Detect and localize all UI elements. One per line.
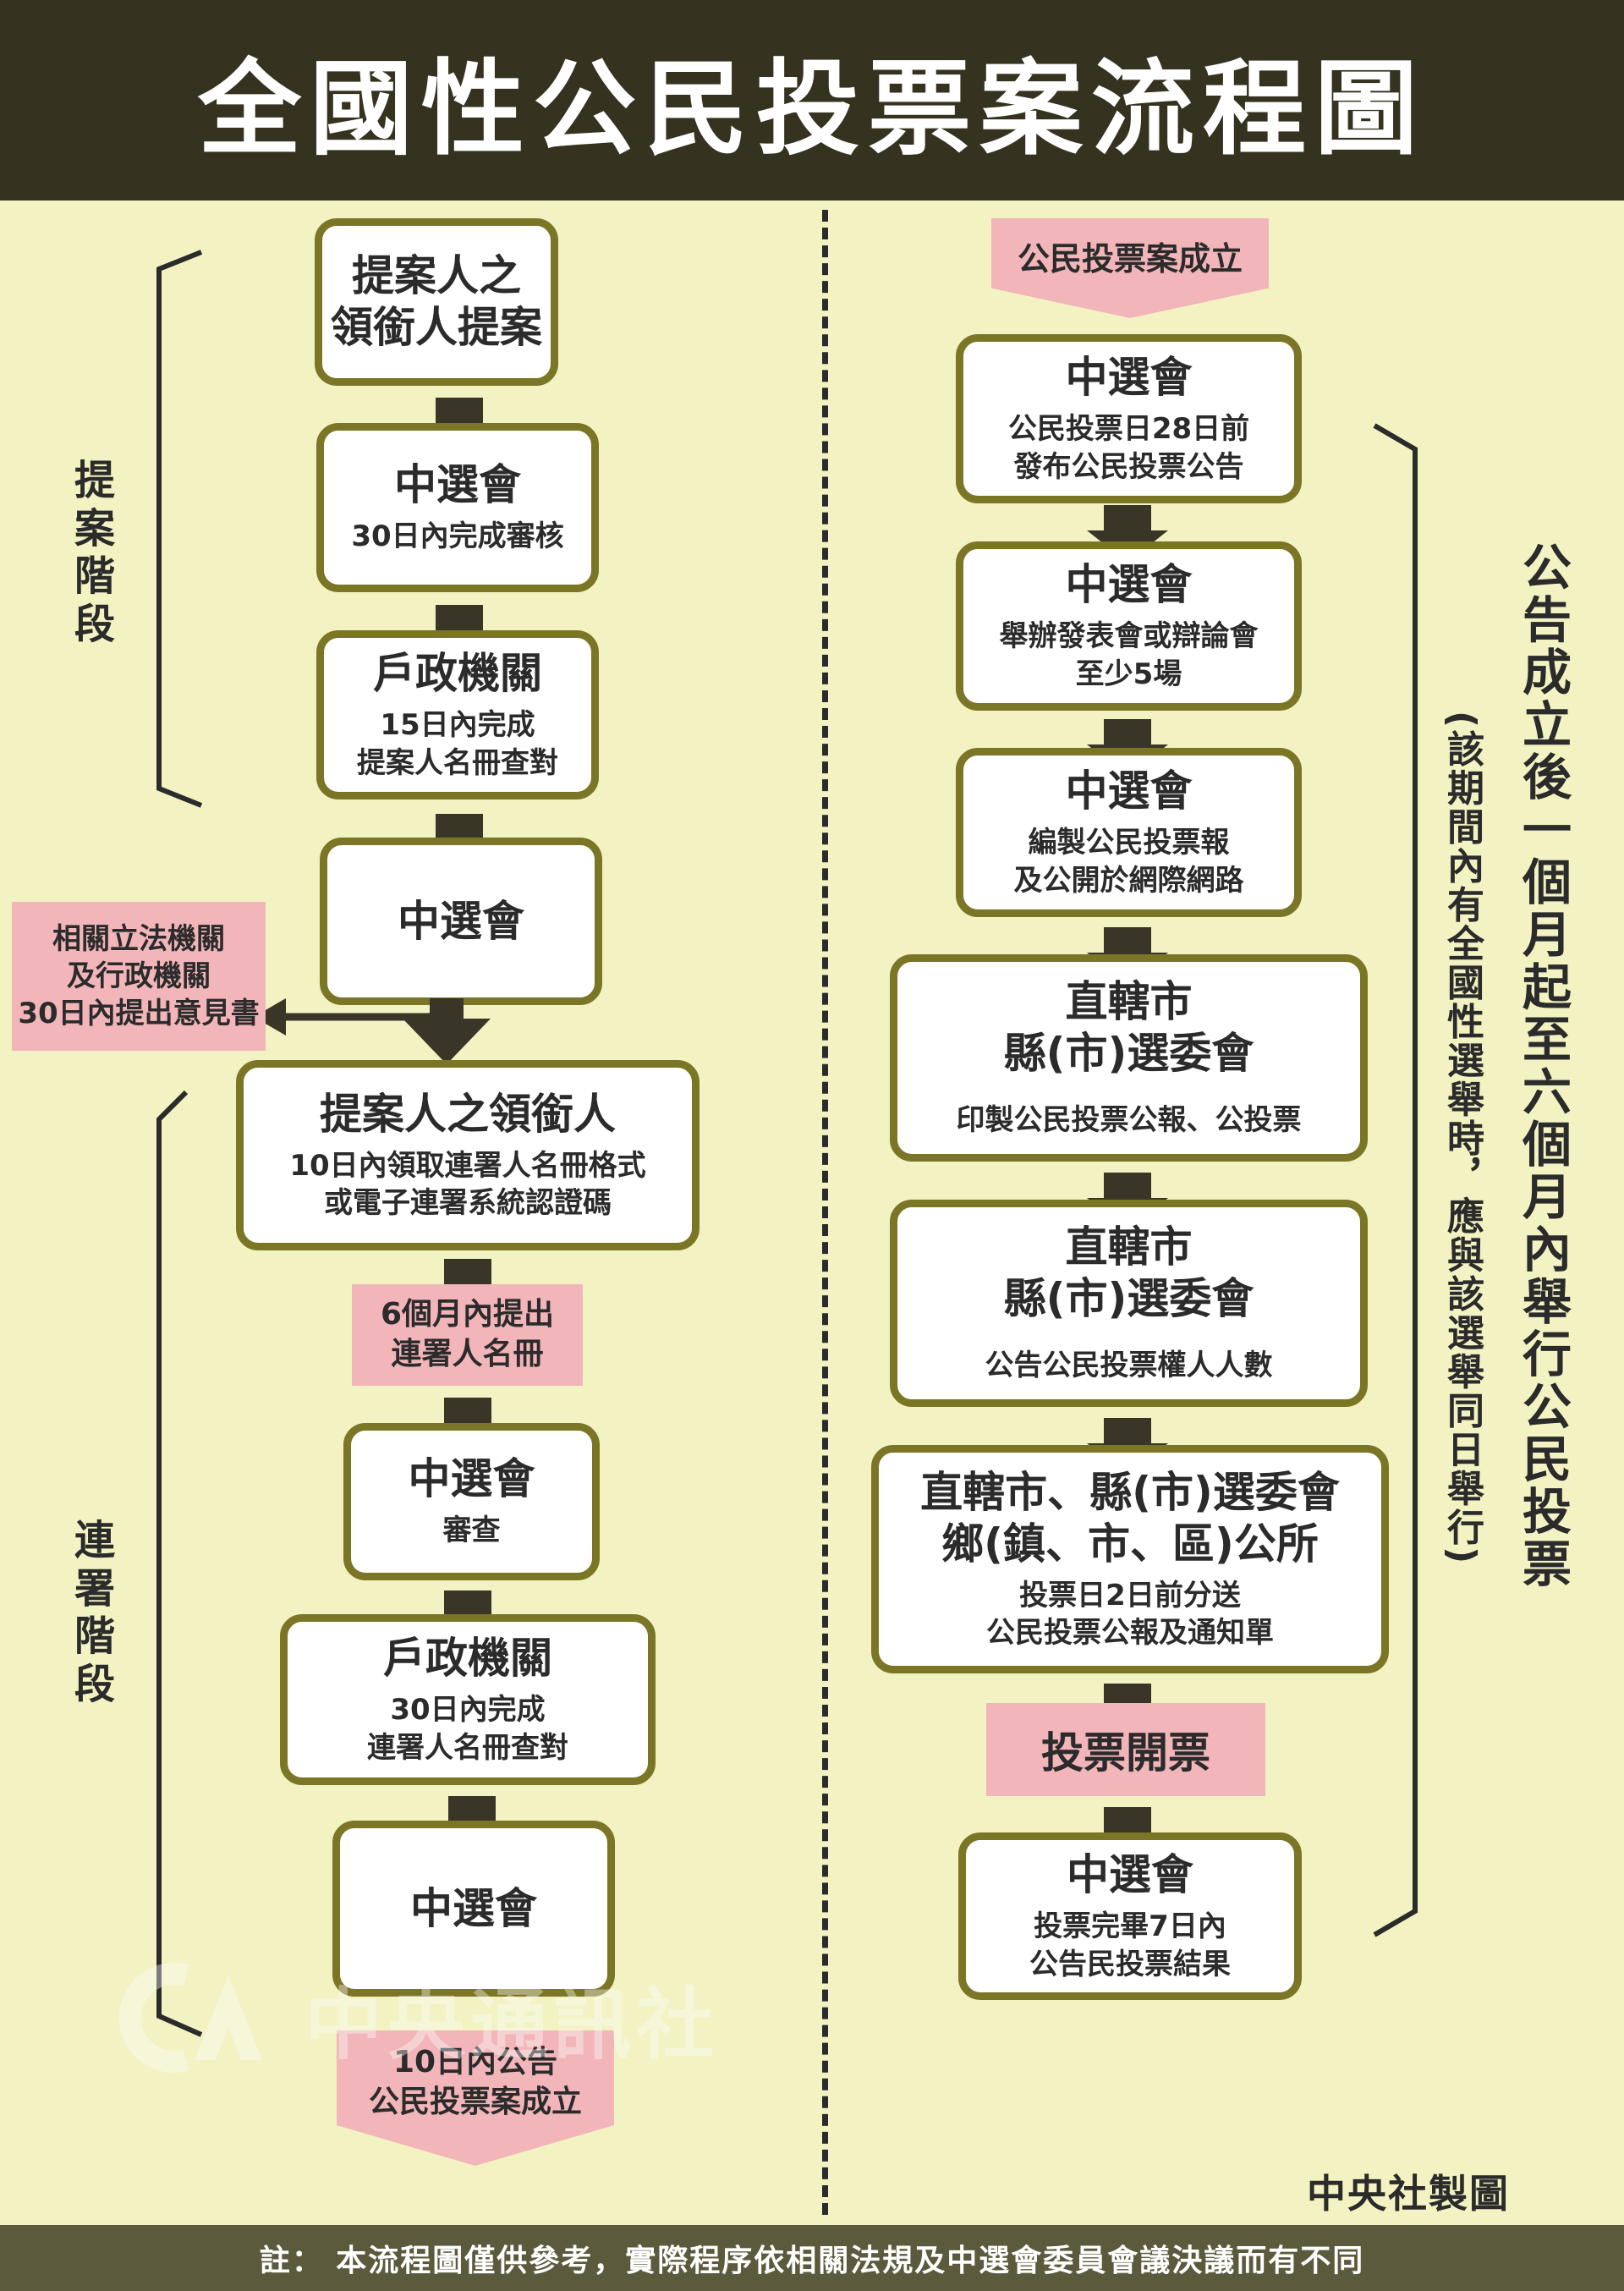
six-month-submission-box: 6個月內提出 連署人名冊 [352,1284,583,1386]
proposal-stage-label: 提案階段 [74,457,115,648]
local-commission-announce-voters: 直轄市 縣(市)選委會 公告公民投票權人人數 [890,1200,1368,1407]
box-title: 戶政機關 [383,1634,552,1684]
page-title: 全國性公民投票案流程圖 [0,0,1624,201]
cec-review-30-days: 中選會 30日內完成審核 [316,423,599,592]
proposal-stage-bracket [156,250,203,808]
box-title: 中選會 [394,460,521,510]
box-subtitle: 印製公民投票公報、公投票 [956,1103,1302,1138]
box-subtitle: 15日內完成 提案人名冊查對 [357,708,558,780]
box-title: 中選會 [1065,560,1193,610]
side-note-main: 公告成立後一個月起至六個月內舉行公民投票 [1514,541,1572,1591]
box-title: 提案人之領銜人 [320,1089,616,1139]
box-title: 中選會 [410,1883,537,1933]
signature-stage-label: 連署階段 [74,1517,115,1708]
cec-publish-announcement: 中選會 公民投票日28日前 發布公民投票公告 [956,334,1302,503]
box-subtitle: 30日內完成審核 [351,519,564,554]
box-title: 中選會 [408,1454,535,1504]
box-title: 直轄市、縣(市)選委會 鄉(鎮、市、區)公所 [920,1467,1340,1569]
voting-and-counting: 投票開票 [986,1703,1265,1796]
cec-announce-results: 中選會 投票完畢7日內 公告民投票結果 [958,1832,1302,2000]
box-title: 中選會 [1067,1850,1193,1900]
box-subtitle: 舉辦發表會或辯論會 至少5場 [999,619,1259,691]
box-title: 戶政機關 [373,649,542,699]
cec-review-signatures: 中選會 審查 [343,1423,600,1580]
box-title: 直轄市 縣(市)選委會 [1003,1222,1254,1324]
cec-forward: 中選會 [320,838,602,1005]
box-title: 中選會 [1065,766,1193,816]
watermark-text: 中央通訊社 [304,1979,720,2070]
signature-stage-bracket [156,1090,203,2037]
box-subtitle: 審查 [442,1514,501,1548]
announcement-period-bracket [1373,423,1418,1937]
box-subtitle: 公告公民投票權人人數 [985,1349,1273,1383]
referendum-established-start: 公民投票案成立 [991,218,1269,318]
box-title: 中選會 [1065,353,1193,403]
side-note-sub: (該期間內有全國性選舉時，應與該選舉同日舉行) [1440,711,1484,1566]
household-registration-check-signers: 戶政機關 30日內完成 連署人名冊查對 [280,1614,656,1785]
watermark: 中央通訊社 [102,1954,829,2081]
box-title: 中選會 [398,896,524,946]
local-offices-deliver-notices: 直轄市、縣(市)選委會 鄉(鎮、市、區)公所 投票日2日前分送 公民投票公報及通… [871,1445,1389,1673]
local-commission-print-ballots: 直轄市 縣(市)選委會 印製公民投票公報、公投票 [890,954,1368,1162]
household-registration-check-proposers: 戶政機關 15日內完成 提案人名冊查對 [316,630,599,799]
box-subtitle: 30日內完成 連署人名冊查對 [367,1693,568,1765]
cna-logo-icon [118,1963,262,2073]
opinion-branch-arrow [254,998,491,1064]
box-subtitle: 編製公民投票報 及公開於網際網路 [1013,826,1244,898]
cec-final: 中選會 [332,1821,615,1997]
chart-credit: 中央社製圖 [1307,2171,1510,2217]
box-subtitle: 投票日2日前分送 公民投票公報及通知單 [986,1578,1274,1650]
box-title: 直轄市 縣(市)選委會 [1003,977,1254,1079]
footer-note: 註： 本流程圖僅供參考，實際程序依相關法規及中選會委員會議決議而有不同 [0,2225,1624,2291]
box-title: 提案人之 領銜人提案 [331,251,542,352]
column-divider [822,210,828,2215]
lead-proposer-proposes: 提案人之 領銜人提案 [315,218,558,386]
box-subtitle: 公民投票日28日前 發布公民投票公告 [1007,412,1250,484]
lead-proposer-collect-forms: 提案人之領銜人 10日內領取連署人名冊格式 或電子連署系統認證碼 [236,1060,700,1250]
box-subtitle: 10日內領取連署人名冊格式 或電子連署系統認證碼 [289,1148,646,1220]
cec-compile-bulletin: 中選會 編製公民投票報 及公開於網際網路 [956,748,1302,917]
legislative-executive-opinion-box: 相關立法機關 及行政機關 30日內提出意見書 [12,902,266,1051]
box-subtitle: 投票完畢7日內 公告民投票結果 [1029,1909,1231,1981]
cec-hold-debates: 中選會 舉辦發表會或辯論會 至少5場 [956,541,1302,711]
